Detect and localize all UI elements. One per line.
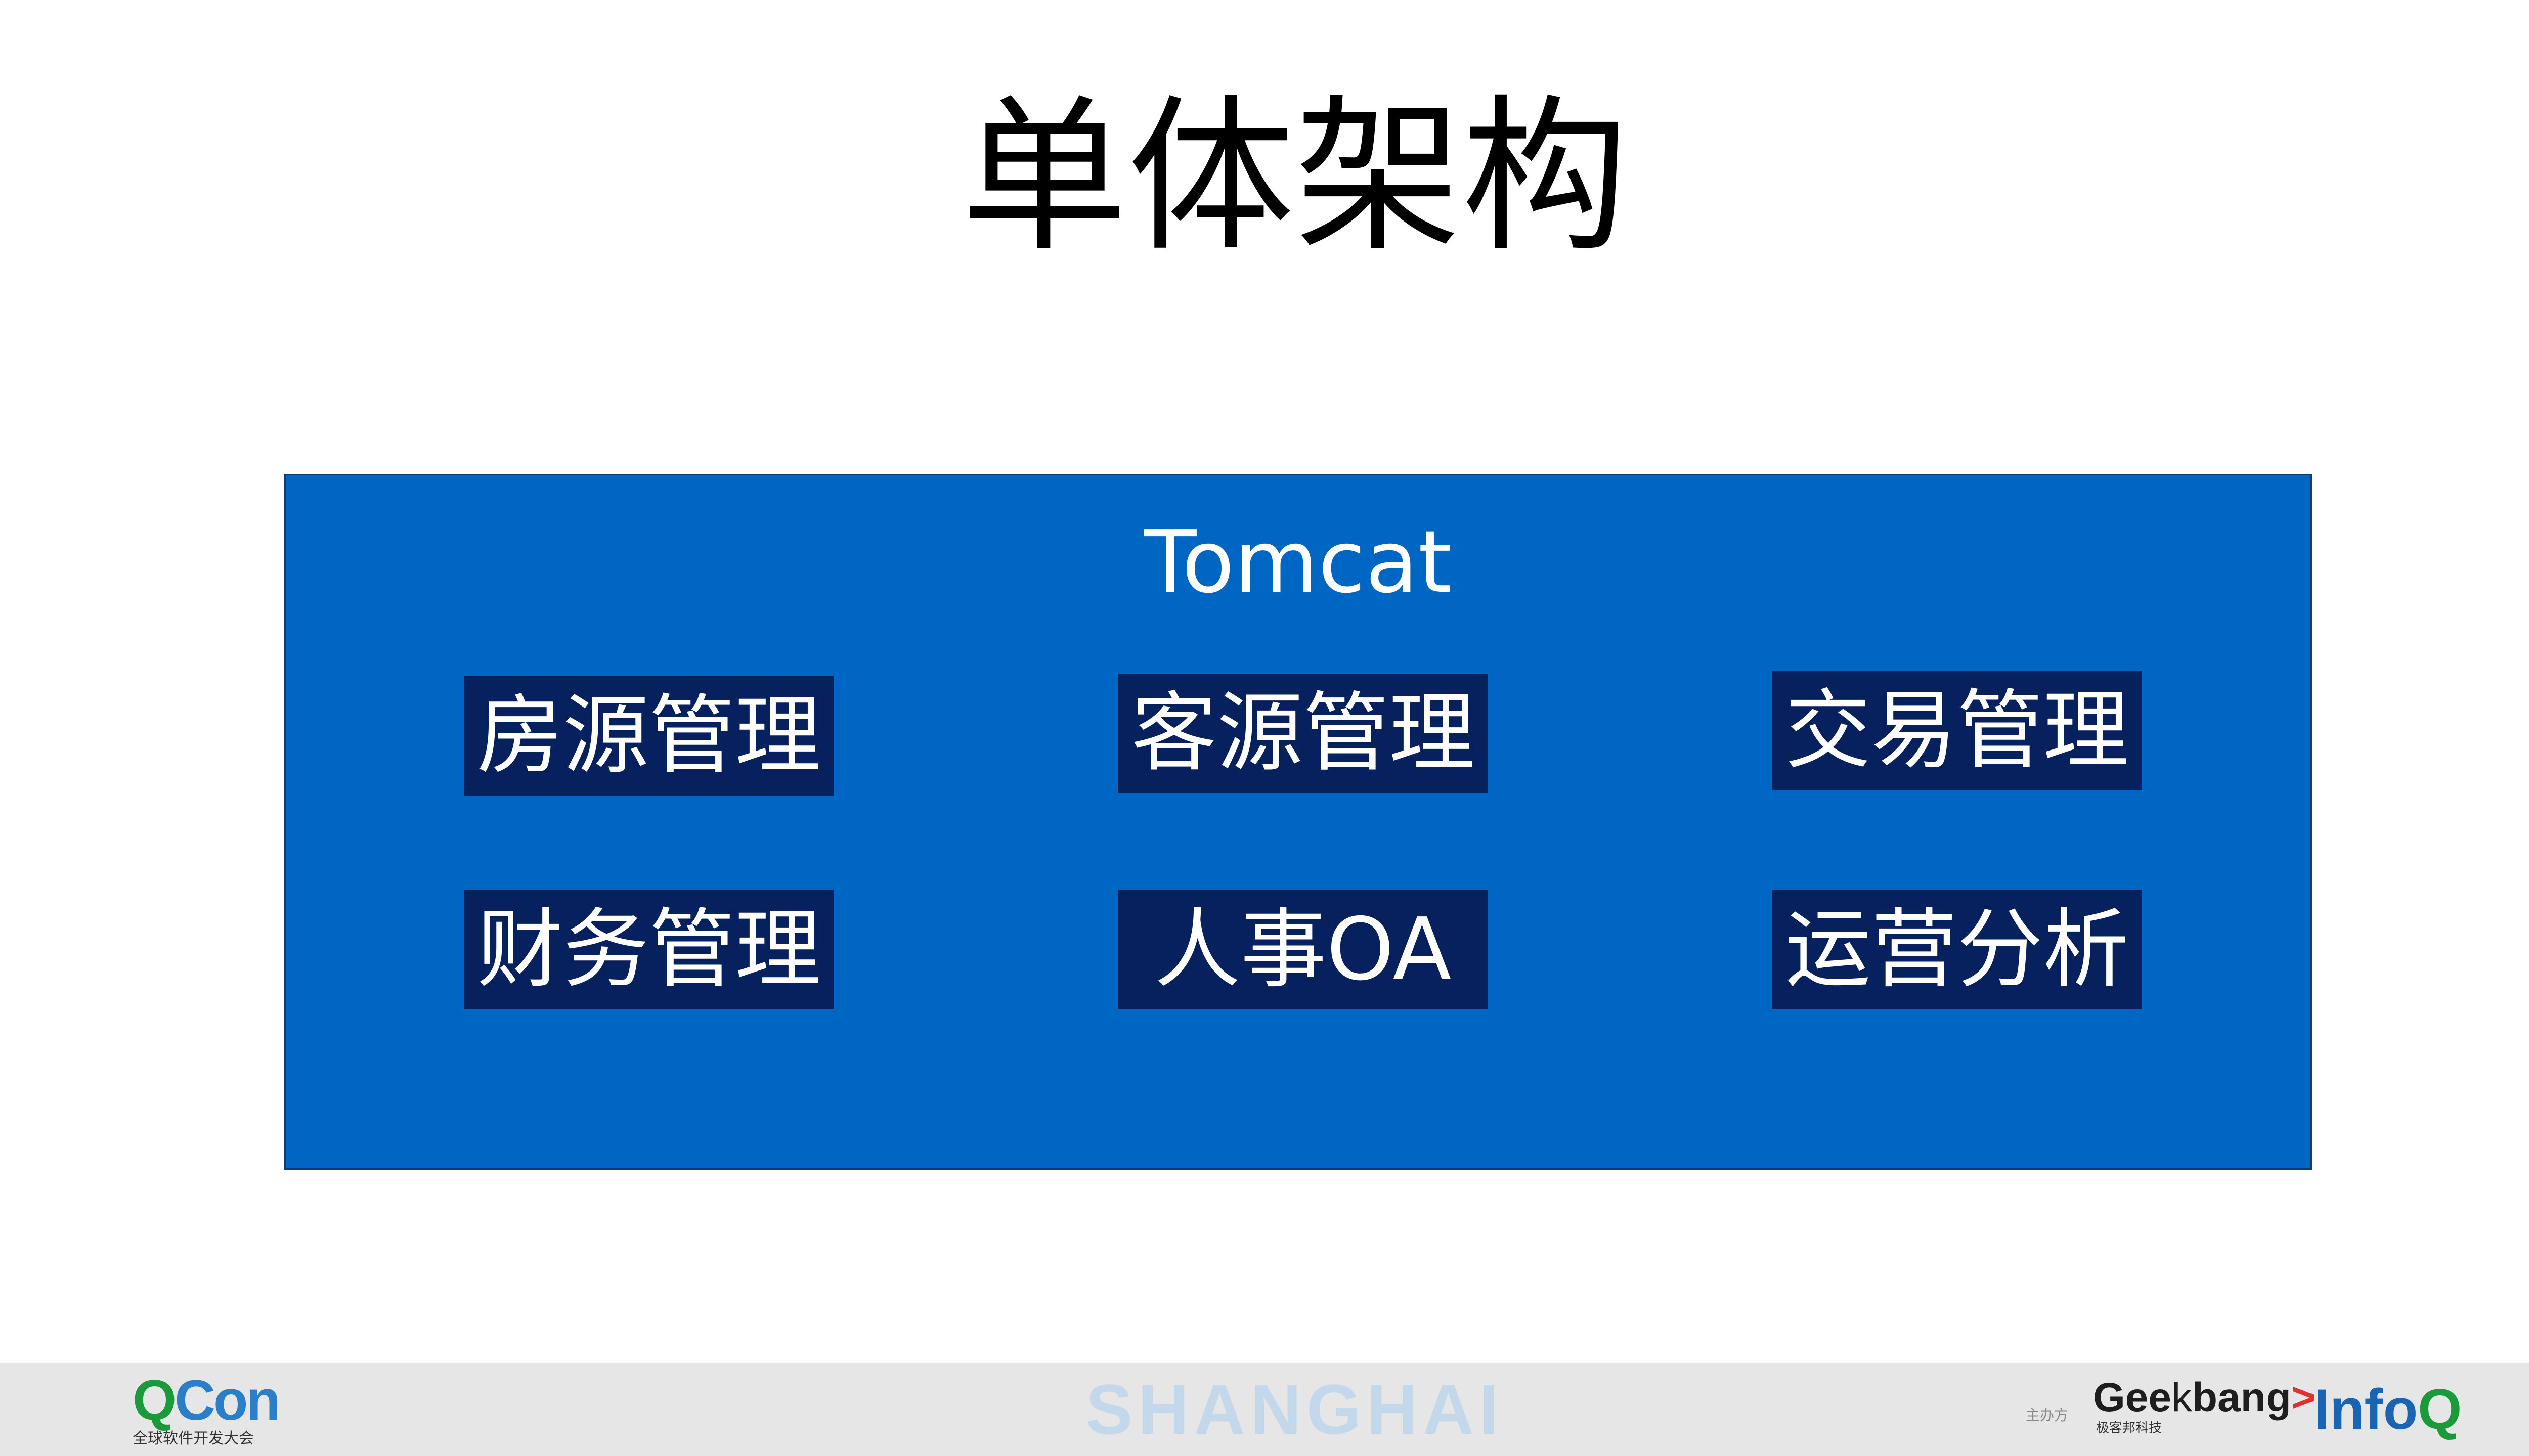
qcon-wordmark: QCon (133, 1372, 294, 1429)
qcon-wordmark-q: Q (133, 1369, 177, 1432)
slide-title: 单体架构 (961, 80, 1629, 274)
geekbang-subtitle: 极客邦科技 (2096, 1421, 2162, 1436)
geekbang-wordmark-suffix: bang (2192, 1375, 2291, 1421)
infoq-wordmark-prefix: Info (2314, 1378, 2418, 1441)
footer-bar: QCon 全球软件开发大会 SHANGHAI 主办方 Geekbang>. 极客… (0, 1363, 2529, 1456)
module-finance-management: 财务管理 (464, 890, 834, 1009)
tomcat-container: Tomcat 房源管理 客源管理 交易管理 财务管理 人事OA 运营分析 (284, 474, 2312, 1170)
geekbang-wordmark-prefix: Gee (2093, 1375, 2171, 1421)
module-listing-management: 房源管理 (464, 676, 834, 796)
geekbang-arrow-icon: >. (2291, 1375, 2327, 1421)
container-label: Tomcat (1144, 512, 1452, 612)
city-label: SHANGHAI (1085, 1370, 1504, 1449)
qcon-subtitle: 全球软件开发大会 (133, 1430, 254, 1447)
infoq-wordmark-q: Q (2418, 1378, 2462, 1441)
module-operations-analysis: 运营分析 (1772, 890, 2142, 1009)
geekbang-wordmark-k: k (2171, 1375, 2192, 1421)
module-transaction-management: 交易管理 (1772, 671, 2142, 790)
module-hr-oa: 人事OA (1118, 890, 1488, 1009)
host-label: 主办方 (2026, 1407, 2069, 1424)
infoq-logo: InfoQ (2314, 1381, 2462, 1438)
module-client-management: 客源管理 (1118, 674, 1488, 793)
geekbang-wordmark: Geekbang>. (2093, 1375, 2327, 1421)
geekbang-logo: Geekbang>. 极客邦科技 (2093, 1375, 2327, 1436)
qcon-wordmark-con: Con (175, 1369, 281, 1432)
qcon-logo: QCon 全球软件开发大会 (133, 1372, 294, 1448)
